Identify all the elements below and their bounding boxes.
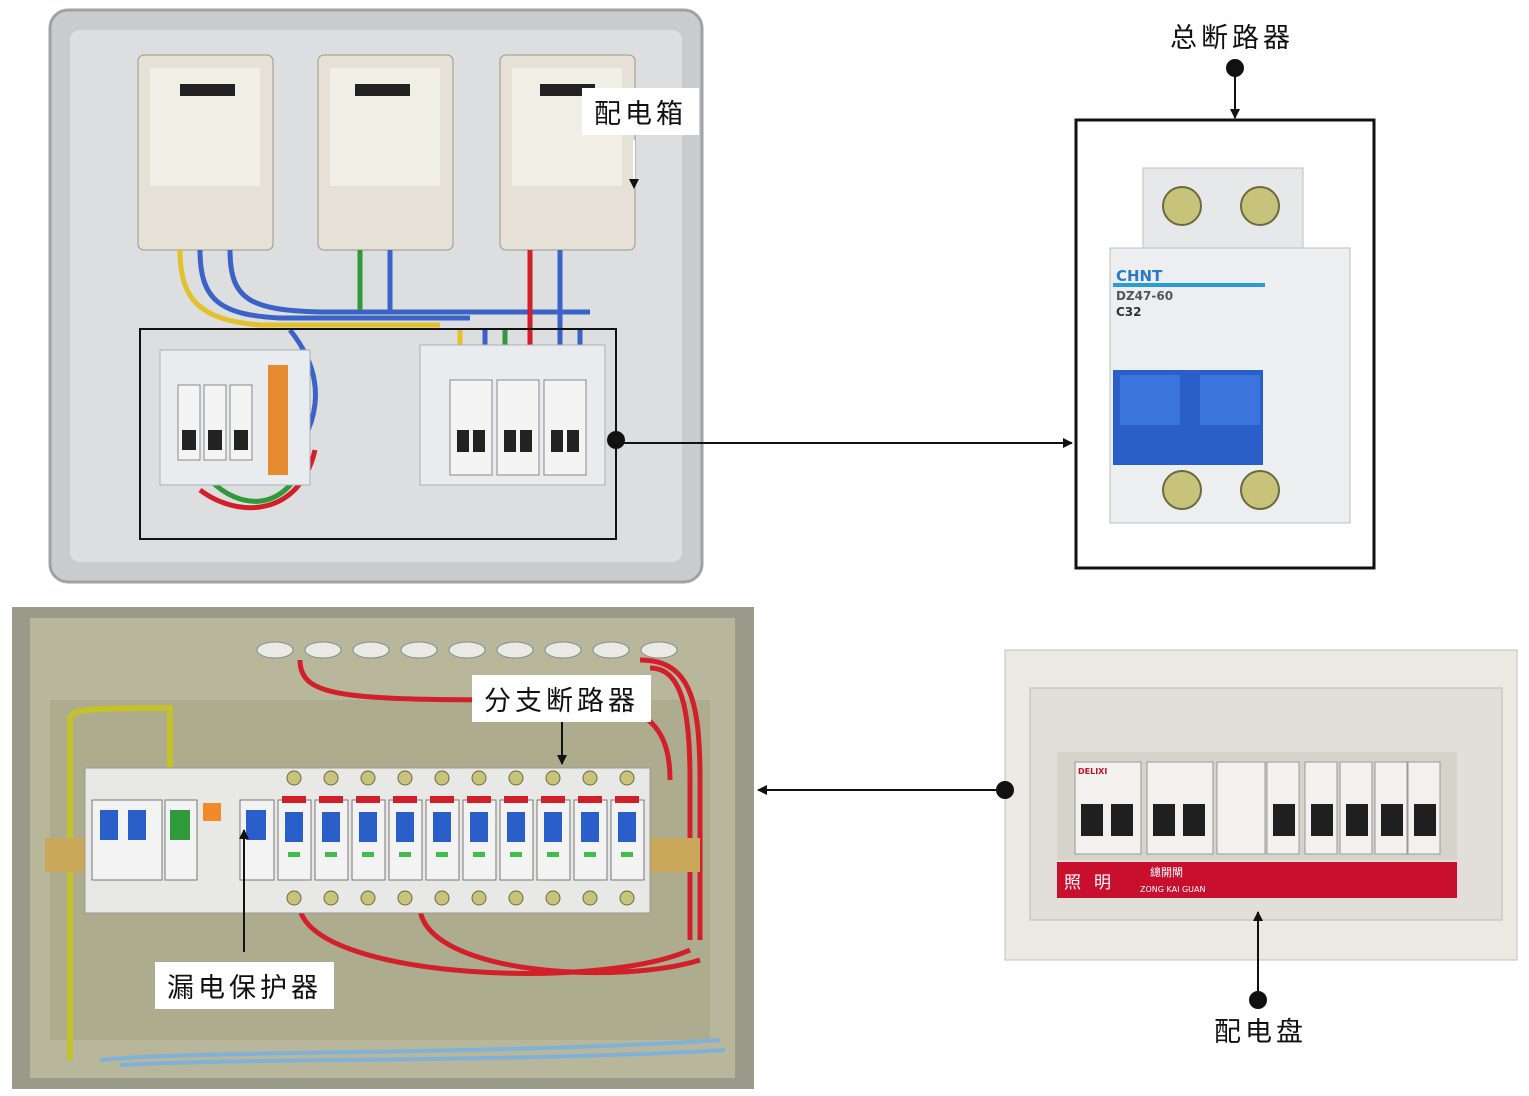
panel-breaker	[1074, 761, 1142, 855]
earth-wire	[67, 704, 173, 1060]
cable-grommet	[544, 641, 582, 659]
main-breaker-photo	[1074, 118, 1376, 570]
callouts	[239, 59, 1267, 1009]
branch-breaker-poles	[277, 770, 645, 906]
cable-grommet	[496, 641, 534, 659]
leakage-protector-label: 漏电保护器	[155, 962, 334, 1009]
branch-breaker-pole	[536, 770, 571, 906]
cable-grommet	[352, 641, 390, 659]
branch-breaker-pole	[314, 770, 349, 906]
panel-breaker	[1146, 761, 1214, 855]
breaker-model-text: DZ47-60	[1116, 289, 1173, 303]
meter-2	[317, 54, 454, 251]
panel-breaker	[1407, 761, 1441, 855]
cable-grommet	[400, 641, 438, 659]
main-breaker-label: 总断路器	[1170, 23, 1294, 54]
distribution-box-label: 配电箱	[582, 88, 699, 135]
panel-breaker	[1266, 761, 1300, 855]
branch-breaker-pole	[351, 770, 386, 906]
panel-strip-left-2: 明	[1094, 873, 1111, 893]
frame-callout-dot	[607, 431, 625, 449]
cable-grommets	[256, 641, 678, 659]
panel-strip-left-1: 照	[1064, 873, 1081, 893]
cable-grommet	[304, 641, 342, 659]
distribution-panel-label: 配电盘	[1214, 1017, 1307, 1048]
panel-strip-main: 總開閘	[1150, 865, 1183, 879]
branch-breaker-pole	[425, 770, 460, 906]
panel-brand-text: DELIXI	[1078, 767, 1107, 776]
distribution-panel-photo: 照 明 總開閘 ZONG KAI GUAN	[1004, 649, 1518, 961]
left-breaker-group	[159, 349, 311, 486]
panel-breakers	[1074, 761, 1441, 855]
panel-breaker	[1339, 761, 1373, 855]
panel-strip-sub: ZONG KAI GUAN	[1140, 885, 1206, 894]
panel-breaker	[1304, 761, 1338, 855]
cable-grommet	[640, 641, 678, 659]
branch-breaker-label: 分支断路器	[472, 675, 651, 722]
panel-breaker	[1374, 761, 1408, 855]
cable-grommet	[448, 641, 486, 659]
branch-breaker-pole	[388, 770, 423, 906]
meter-1	[137, 54, 274, 251]
branch-breaker-pole	[573, 770, 608, 906]
branch-breaker-pole	[277, 770, 312, 906]
right-breaker-group	[419, 344, 606, 486]
branch-breaker-pole	[499, 770, 534, 906]
breaker-rating-text: C32	[1116, 305, 1142, 319]
blue-wire-bundle	[99, 1038, 726, 1067]
red-wire-bundle	[297, 657, 703, 976]
meter-3	[499, 54, 636, 251]
distribution-box-photo	[48, 8, 704, 584]
cable-grommet	[592, 641, 630, 659]
breaker-brand-text: CHNT	[1116, 267, 1163, 285]
branch-breaker-pole	[610, 770, 645, 906]
cable-grommet	[256, 641, 294, 659]
panel-label-strip	[1057, 862, 1457, 898]
branch-breakers	[91, 799, 275, 881]
panel-rcd	[1216, 761, 1266, 855]
branch-breaker-pole	[462, 770, 497, 906]
